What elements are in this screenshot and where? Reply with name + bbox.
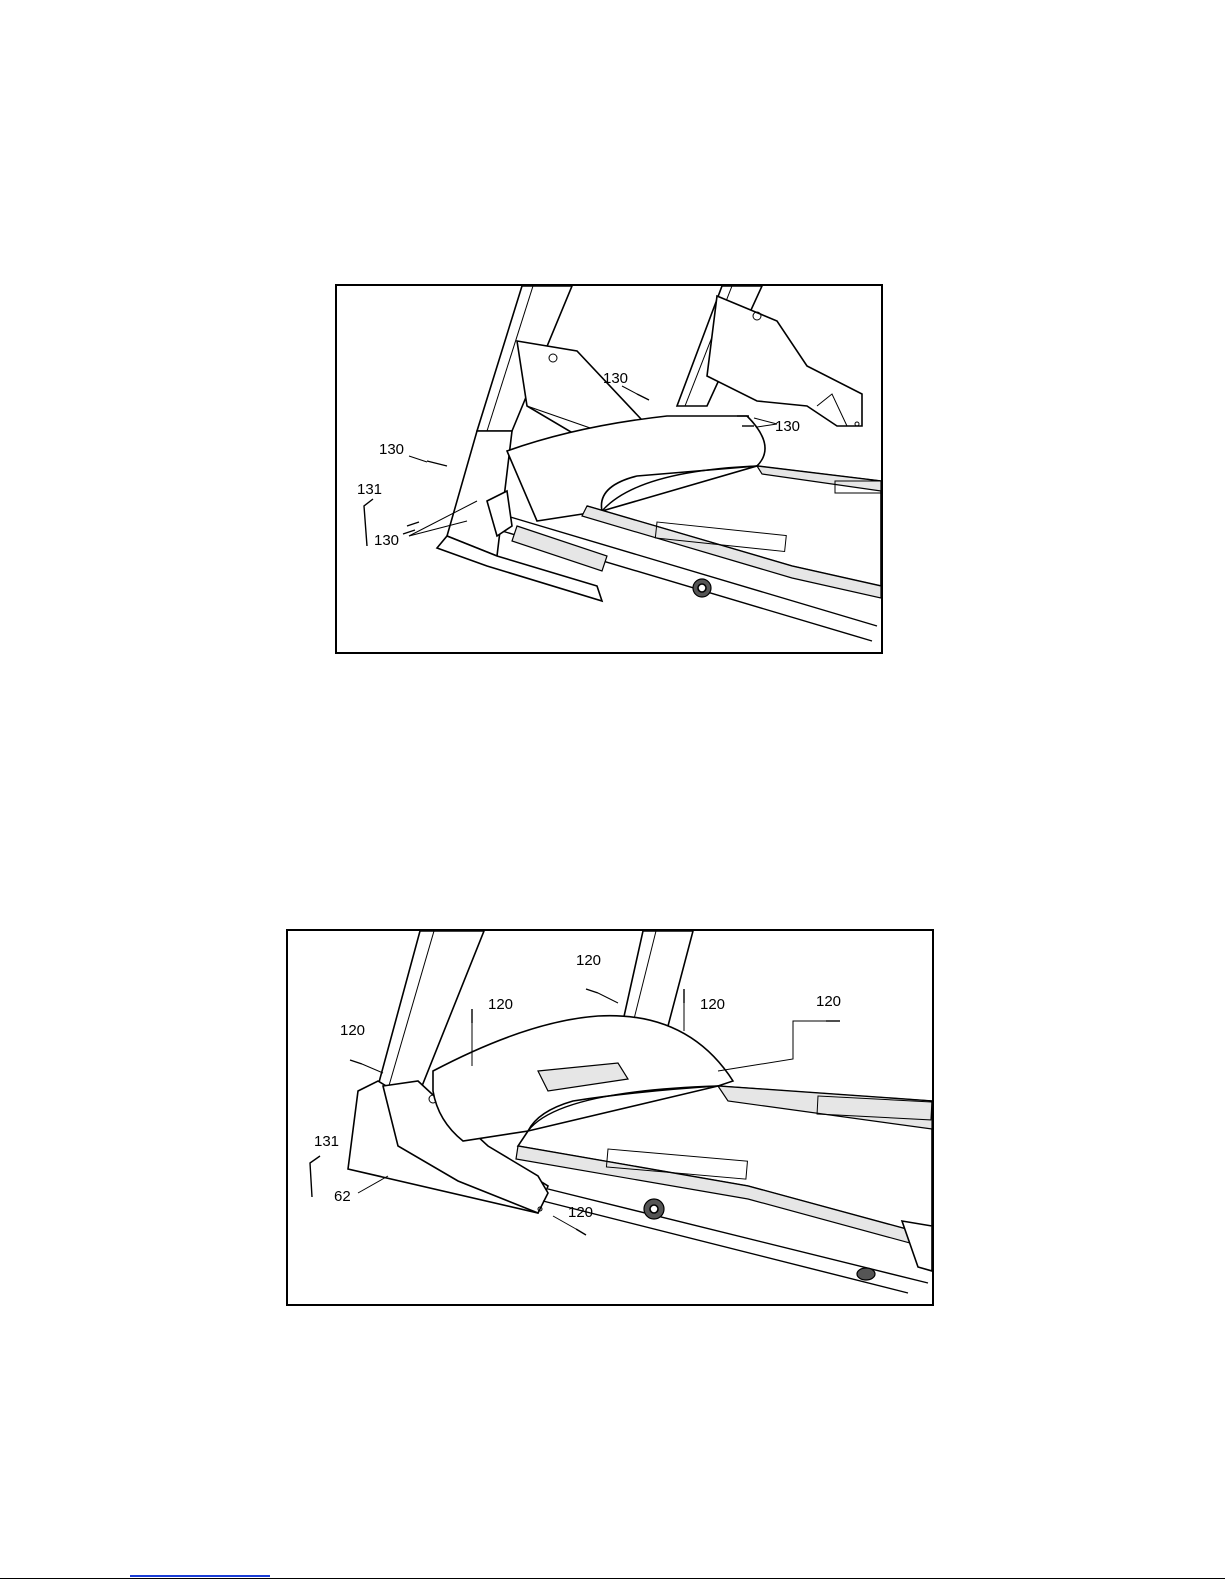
- treadmill-drawing-1: 130 130 130 131 130: [337, 286, 881, 652]
- callout-120-hood-left: 120: [488, 996, 513, 1013]
- hex-key-131-2: [310, 1156, 320, 1197]
- assembly-figure-2: 120 120 120 120 120 131 62 120: [286, 929, 934, 1306]
- callout-120-top-center: 120: [576, 952, 601, 969]
- hex-key-131: [364, 499, 373, 546]
- callout-120-left: 120: [340, 1022, 365, 1039]
- running-deck: [582, 466, 881, 598]
- right-upright-2: [623, 931, 693, 1026]
- callout-130-hood: 130: [603, 370, 628, 387]
- treadmill-drawing-2: 120 120 120 120 120 131 62 120: [288, 931, 932, 1304]
- assembly-figure-1: 130 130 130 131 130: [335, 284, 883, 654]
- callout-120-bottom: 120: [568, 1204, 593, 1221]
- right-handrail: [707, 296, 862, 426]
- callout-62-side-cover: 62: [334, 1188, 351, 1205]
- callout-120-far-right: 120: [816, 993, 841, 1010]
- callout-120-hood-right: 120: [700, 996, 725, 1013]
- callout-131-hex-key-2: 131: [314, 1133, 339, 1150]
- footer-rule: [0, 1578, 1225, 1579]
- callout-130-lower: 130: [374, 532, 399, 549]
- footer-link-underline: [130, 1575, 270, 1577]
- callout-130-right: 130: [775, 418, 800, 435]
- running-deck-2: [516, 1086, 932, 1271]
- callout-131-hex-key: 131: [357, 481, 382, 498]
- callout-130-upright: 130: [379, 441, 404, 458]
